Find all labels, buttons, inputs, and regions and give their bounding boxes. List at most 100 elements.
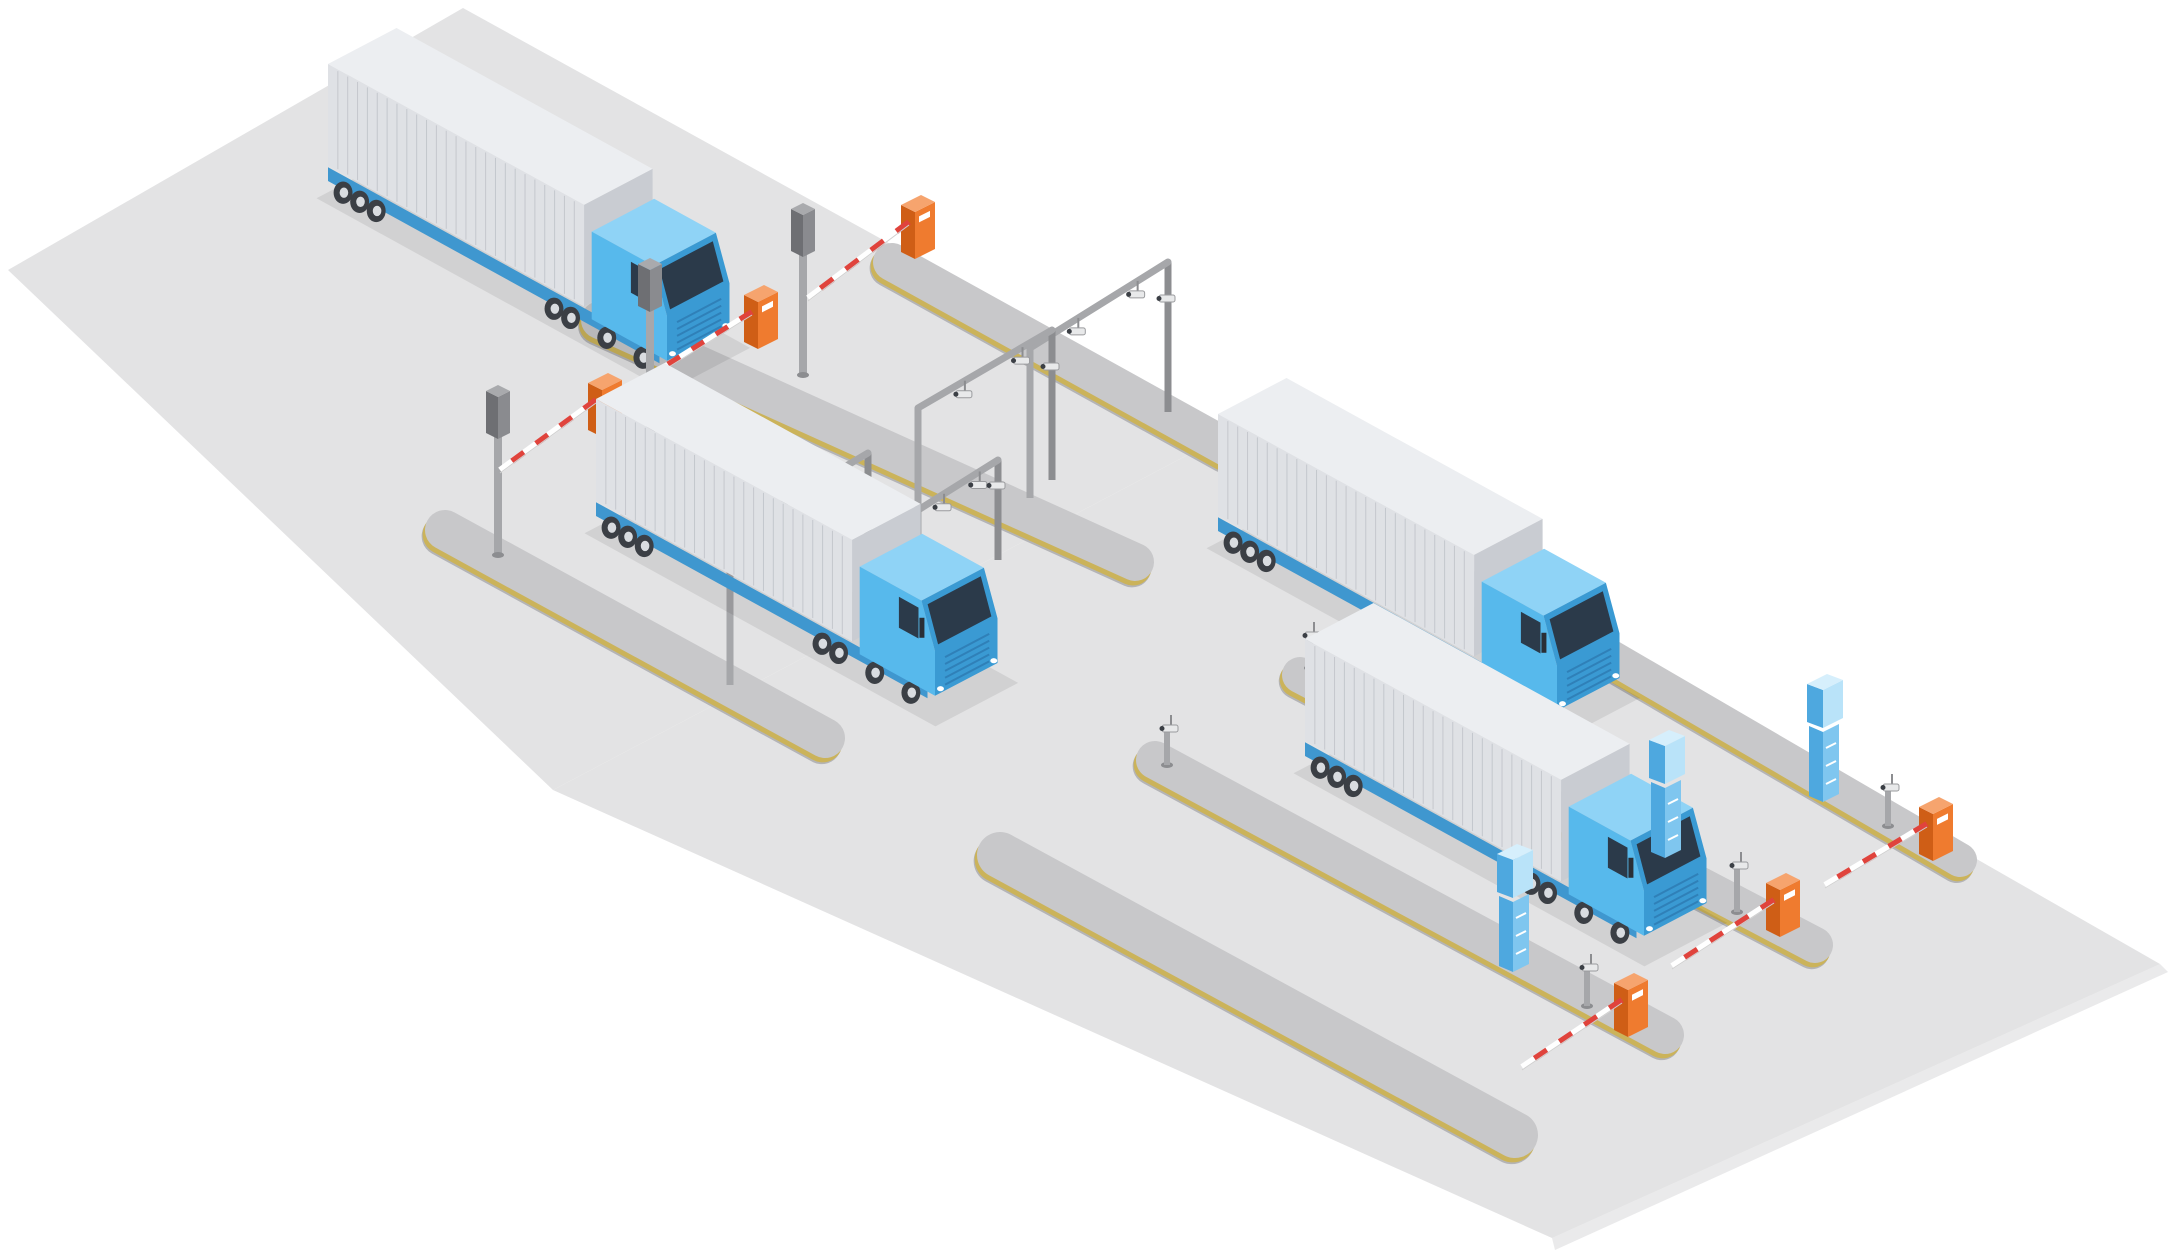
barrier-arm-segment	[1836, 867, 1853, 880]
kiosk-slot	[1825, 742, 1837, 749]
cab-grille-bar	[944, 639, 990, 665]
barrier-arm-segment	[582, 397, 598, 412]
barrier-arm-segment	[498, 458, 514, 473]
reader-post	[646, 310, 654, 430]
camera-lens	[1729, 863, 1735, 868]
barrier-arm-segment	[1759, 897, 1776, 911]
barrier-arm-outline	[655, 314, 753, 376]
cab-grille-bar	[676, 298, 722, 323]
cab-side-window	[898, 596, 919, 639]
truck-entry-2-wheel-4	[812, 632, 832, 655]
kiosk-slot	[1825, 760, 1837, 767]
island-lane-b	[578, 301, 1155, 588]
barrier-arm-outline	[1521, 1002, 1623, 1071]
camera-lens	[1579, 965, 1585, 970]
cab-grille-bar	[1653, 893, 1699, 919]
reader-box-top	[791, 203, 815, 215]
camera-lens	[953, 391, 959, 397]
cab-grille-bar	[1566, 661, 1612, 687]
barrier-arm-segment	[1570, 1022, 1587, 1036]
island-lane-b-top	[581, 301, 1155, 582]
barrier-arm-segment	[522, 441, 538, 455]
barrier-box-front	[1780, 880, 1800, 937]
truck-exit-2-wheel-3	[1343, 774, 1363, 798]
post	[1734, 864, 1740, 912]
barrier-arm-segment	[1848, 859, 1865, 873]
truck-exit-2-wheel-1	[1310, 756, 1330, 779]
kiosk-slot	[1515, 912, 1527, 919]
truck-exit-1-wheel-3	[1256, 549, 1276, 573]
cab-grille-bar	[944, 653, 990, 679]
barrier-arm-segment	[666, 354, 682, 368]
barrier-box-top	[901, 195, 935, 212]
cab-headlight-left	[669, 351, 676, 357]
barrier-box-label	[1784, 889, 1795, 901]
kiosk-screen-top	[1807, 674, 1843, 690]
camera-icon	[1011, 347, 1031, 365]
barrier-exit-mid	[1670, 873, 1800, 970]
reader-post	[799, 255, 807, 375]
cab-mirror	[919, 617, 925, 638]
cab-windshield	[927, 576, 992, 645]
barrier-arm-segment	[702, 331, 718, 345]
reader-post-foot	[492, 552, 504, 558]
barrier-box-top	[1766, 873, 1800, 890]
camera-lens	[1302, 633, 1308, 638]
island-exit-far-top	[1548, 613, 1977, 877]
barrier-arm-segment	[1683, 946, 1700, 961]
cab-headlight-left	[1559, 701, 1566, 707]
wheel-hub	[871, 667, 880, 678]
truck-entry-2-wheel-3	[634, 534, 654, 558]
barrier-box-front	[758, 292, 778, 349]
kiosk-screen-back	[1497, 854, 1513, 898]
cab-headlight-right	[1612, 673, 1620, 679]
barrier-box-label	[1632, 989, 1643, 1001]
camera-icon	[968, 471, 988, 489]
trailer-roof	[1218, 378, 1543, 555]
reader-box-side	[791, 209, 803, 257]
barrier-arm-outline	[499, 402, 597, 474]
cab-mirror	[1628, 857, 1634, 878]
kiosk-exit-near	[1497, 844, 1533, 972]
island-exit-long	[973, 832, 1539, 1165]
cab-grille-bar	[1653, 900, 1699, 926]
truck-entry-1-cab	[591, 198, 730, 361]
gantry-beam	[914, 326, 1056, 412]
barrier-arm-segment	[690, 339, 706, 353]
cab-grille-bar	[944, 646, 990, 672]
cab-headlight-right	[1699, 898, 1707, 904]
reader-box-front	[803, 209, 815, 257]
barrier-arm-segment	[1861, 851, 1878, 865]
gantry-beam	[911, 456, 1002, 516]
camera-lens	[1156, 296, 1162, 301]
wheel-hub	[1333, 771, 1342, 782]
cab-headlight-left	[1646, 926, 1653, 932]
barrier-arm-segment	[726, 316, 742, 330]
barrier-box-label	[1937, 813, 1948, 825]
reader-box-side	[638, 264, 650, 312]
cab-grille-bar	[1566, 648, 1612, 673]
barrier-arm-segment	[869, 238, 886, 253]
wheel-hub	[1229, 537, 1239, 548]
cab-grille-bar	[676, 304, 722, 330]
camera-icon	[1066, 317, 1086, 336]
wheel-hub	[835, 647, 844, 659]
barrier-arm-segment	[1912, 821, 1929, 835]
barrier-arm-segment	[881, 229, 899, 244]
cab-roof	[1481, 548, 1606, 616]
trailer-roof	[596, 363, 921, 540]
wheel-hub	[624, 531, 633, 542]
camera-lens	[986, 483, 992, 488]
kiosk-slot	[1825, 778, 1837, 785]
kiosk-base-side	[1809, 726, 1823, 802]
barrier-arm-segment	[1734, 913, 1751, 928]
truck-entry-1-wheel-1	[333, 181, 353, 204]
post	[1164, 727, 1170, 765]
post-camera-exit-far	[1880, 774, 1900, 829]
camera-lens	[1880, 785, 1886, 790]
barrier-arm-segment	[1874, 844, 1891, 858]
barrier-box-label	[762, 300, 773, 313]
camera-lens	[932, 504, 938, 510]
reader-box-front	[650, 264, 662, 312]
island-exit-mid	[1132, 741, 1684, 1061]
